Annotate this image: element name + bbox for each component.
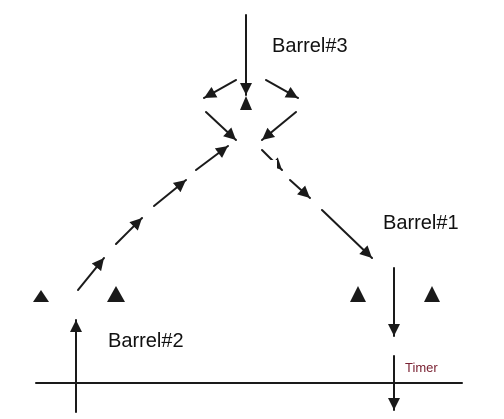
right-path-seg-2 (289, 179, 311, 199)
barrel3-label: Barrel#3 (272, 35, 348, 57)
barrel3-marker (240, 96, 252, 110)
left-marker-1 (33, 290, 49, 302)
barrel3-arrow-lower-right (261, 111, 297, 141)
barrel3-arrow-upper-left (203, 79, 237, 99)
barrel2-label: Barrel#2 (108, 330, 184, 352)
left-path-seg-4 (195, 145, 229, 171)
left-path-seg-1 (77, 257, 105, 291)
center-occlusion-box (229, 160, 277, 210)
right-marker-1 (350, 286, 366, 302)
right-path-seg-3 (321, 209, 373, 259)
barrel3-arrow-lower-left (205, 111, 237, 141)
barrel1-label: Barrel#1 (383, 212, 459, 234)
timer-label: Timer (405, 360, 438, 375)
left-path-seg-2 (115, 217, 143, 245)
left-marker-2 (107, 286, 125, 302)
left-path-seg-3 (153, 179, 187, 207)
barrel3-arrow-upper-right (265, 79, 299, 99)
right-marker-2 (424, 286, 440, 302)
